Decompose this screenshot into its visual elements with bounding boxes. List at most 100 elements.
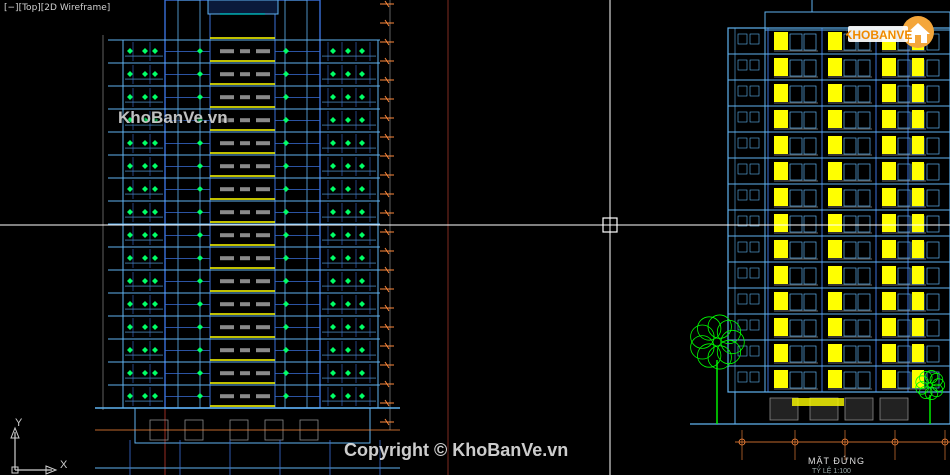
green-detail xyxy=(359,209,365,216)
green-detail xyxy=(197,278,203,285)
window-frame xyxy=(843,189,857,207)
level-tick xyxy=(384,152,390,160)
yellow-window xyxy=(828,162,842,180)
yellow-window xyxy=(882,136,896,154)
green-detail xyxy=(142,393,148,400)
side-window xyxy=(737,189,748,201)
shaft-block xyxy=(256,233,270,238)
green-detail xyxy=(127,255,133,262)
tree-foliage xyxy=(716,339,742,365)
window-frame xyxy=(789,319,803,337)
shaft-block xyxy=(240,118,250,123)
green-detail xyxy=(152,232,158,239)
shaft-block xyxy=(256,187,270,192)
side-window xyxy=(737,59,748,71)
viewport-controls-label[interactable]: [−][Top][2D Wireframe] xyxy=(4,3,110,13)
yellow-window xyxy=(828,84,842,102)
window-frame xyxy=(897,215,911,233)
window-frame xyxy=(926,267,940,285)
viewport-menu-button[interactable]: [−] xyxy=(4,3,19,13)
level-tick xyxy=(384,323,390,331)
window-frame xyxy=(926,111,940,129)
green-detail xyxy=(283,163,289,170)
level-tick xyxy=(384,304,390,312)
view-cube-top-button[interactable]: [Top] xyxy=(18,3,41,13)
crosshair-pickbox xyxy=(602,217,618,233)
green-detail xyxy=(197,117,203,124)
shaft-block xyxy=(256,279,270,284)
green-detail xyxy=(127,393,133,400)
yellow-window xyxy=(912,110,924,128)
shaft-block xyxy=(240,187,250,192)
stair-left xyxy=(177,0,201,409)
green-detail xyxy=(142,94,148,101)
window-frame xyxy=(857,371,871,389)
green-detail xyxy=(283,140,289,147)
yellow-window xyxy=(828,292,842,310)
green-detail xyxy=(142,347,148,354)
window-frame xyxy=(926,215,940,233)
ucs-x-label: X xyxy=(60,459,68,471)
visual-style-button[interactable]: [2D Wireframe] xyxy=(40,3,111,13)
window-frame xyxy=(926,293,940,311)
green-detail xyxy=(330,117,336,124)
side-window xyxy=(749,137,760,149)
green-detail xyxy=(152,94,158,101)
side-window xyxy=(749,319,760,331)
green-detail xyxy=(283,94,289,101)
green-detail xyxy=(152,140,158,147)
green-detail xyxy=(359,370,365,377)
green-detail xyxy=(142,186,148,193)
green-detail xyxy=(283,117,289,124)
green-detail xyxy=(127,140,133,147)
shaft-block xyxy=(256,118,270,123)
window-frame xyxy=(857,189,871,207)
yellow-window xyxy=(828,318,842,336)
tree-foliage xyxy=(690,335,715,360)
yellow-window xyxy=(828,58,842,76)
side-window xyxy=(737,111,748,123)
logo-graphic: KHOBANVE xyxy=(846,16,934,48)
shaft-block xyxy=(220,210,234,215)
tree-foliage xyxy=(720,329,745,355)
level-tick xyxy=(384,380,390,388)
window-frame xyxy=(857,319,871,337)
level-tick xyxy=(384,228,390,236)
window-frame xyxy=(857,59,871,77)
yellow-window xyxy=(912,370,924,388)
window-frame xyxy=(857,215,871,233)
stair-right xyxy=(284,0,308,409)
green-detail xyxy=(345,278,351,285)
green-detail xyxy=(142,117,148,124)
level-tick xyxy=(384,247,390,255)
green-detail xyxy=(197,186,203,193)
tree-foliage xyxy=(716,319,742,345)
green-detail xyxy=(283,186,289,193)
side-window xyxy=(749,85,760,97)
green-detail xyxy=(127,278,133,285)
level-tick xyxy=(384,190,390,198)
level-tick xyxy=(384,266,390,274)
shaft-block xyxy=(240,164,250,169)
green-detail xyxy=(345,140,351,147)
green-detail xyxy=(283,209,289,216)
green-detail xyxy=(359,117,365,124)
green-detail xyxy=(152,48,158,55)
green-detail xyxy=(197,94,203,101)
side-window xyxy=(737,241,748,253)
green-detail xyxy=(330,48,336,55)
window-frame xyxy=(803,319,817,337)
yellow-window xyxy=(882,110,896,128)
green-detail xyxy=(345,209,351,216)
window-frame xyxy=(897,241,911,259)
yellow-window xyxy=(912,344,924,362)
level-tick xyxy=(384,133,390,141)
window-frame xyxy=(789,85,803,103)
level-tick xyxy=(384,114,390,122)
yellow-window xyxy=(882,162,896,180)
shaft-block xyxy=(220,164,234,169)
green-detail xyxy=(142,48,148,55)
tree-foliage xyxy=(697,316,722,341)
